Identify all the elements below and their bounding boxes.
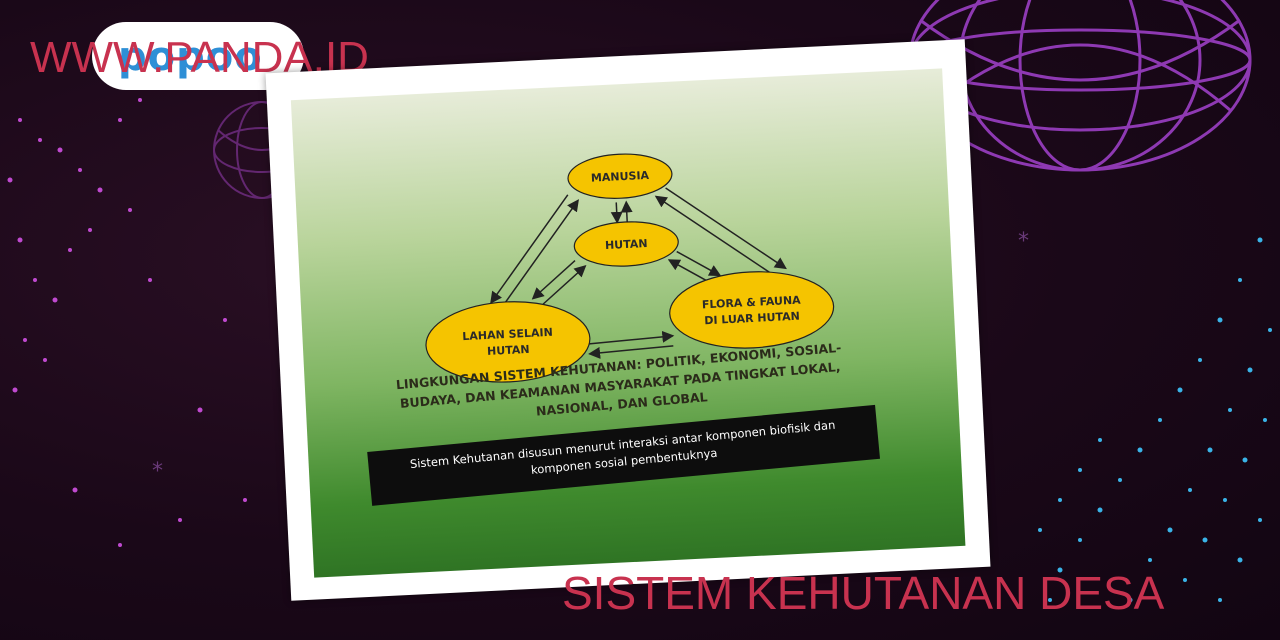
diagram-arrows (490, 187, 787, 359)
node-lahan-selain-hutan: LAHAN SELAIN HUTAN (425, 301, 591, 383)
svg-text:*: * (152, 459, 163, 484)
node-flora-label-2: DI LUAR HUTAN (704, 310, 800, 328)
article-title: SISTEM KEHUTANAN DESA (562, 567, 1165, 619)
slide-photo-frame: MANUSIA HUTAN LAHAN SELAIN HUTAN FLORA &… (265, 39, 991, 601)
dotted-wave-right (1038, 237, 1272, 603)
slide-content: MANUSIA HUTAN LAHAN SELAIN HUTAN FLORA &… (290, 68, 966, 578)
node-flora-fauna: FLORA & FAUNA DI LUAR HUTAN (669, 271, 835, 349)
node-manusia-label: MANUSIA (591, 169, 650, 185)
svg-text:*: * (1018, 229, 1029, 254)
node-manusia: MANUSIA (567, 153, 673, 199)
node-hutan: HUTAN (573, 221, 679, 267)
node-hutan-label: HUTAN (605, 237, 648, 252)
node-flora-label-1: FLORA & FAUNA (702, 294, 802, 312)
node-lahan-label-2: HUTAN (487, 343, 530, 358)
forest-system-diagram: MANUSIA HUTAN LAHAN SELAIN HUTAN FLORA &… (425, 153, 835, 383)
site-logo: popoo (118, 34, 263, 80)
node-lahan-label-1: LAHAN SELAIN (462, 326, 553, 343)
dotted-wave-left (7, 58, 247, 547)
